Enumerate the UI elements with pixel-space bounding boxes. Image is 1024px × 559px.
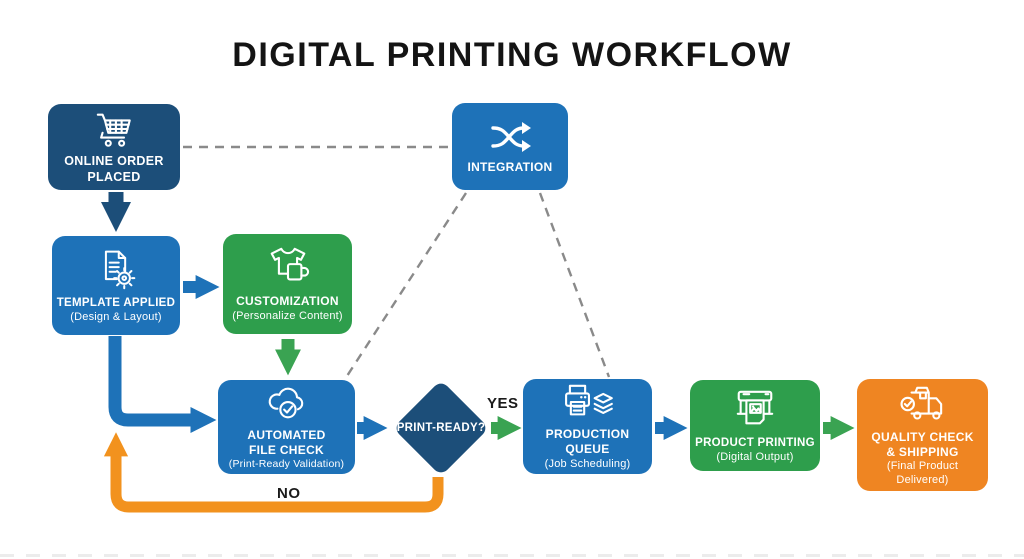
- no-label: NO: [277, 485, 301, 502]
- node-label: AUTOMATED FILE CHECK: [247, 428, 326, 457]
- node-label: TEMPLATE APPLIED: [56, 296, 176, 309]
- dashed-link-integration-filecheck: [345, 192, 468, 377]
- node-label: PRODUCT PRINTING: [695, 436, 815, 449]
- node-sublabel: (Print-Ready Validation): [228, 458, 345, 471]
- node-label: QUALITY CHECK & SHIPPING: [871, 430, 974, 459]
- shuffle-icon: [486, 119, 534, 155]
- node-label: PRODUCTION QUEUE: [545, 427, 630, 456]
- node-sublabel: (Digital Output): [716, 450, 794, 463]
- arrow-decision-no-loop: [103, 432, 444, 513]
- node-template-applied: TEMPLATE APPLIED (Design & Layout): [52, 236, 180, 335]
- decision-label: PRINT-READY?: [396, 421, 486, 434]
- node-production-queue: PRODUCTION QUEUE (Job Scheduling): [523, 379, 652, 474]
- node-sublabel: (Personalize Content): [232, 309, 343, 322]
- node-customization: CUSTOMIZATION (Personalize Content): [223, 234, 352, 334]
- node-product-printing: PRODUCT PRINTING (Digital Output): [690, 380, 820, 471]
- dashed-link-integration-queue: [538, 192, 611, 378]
- node-label: INTEGRATION: [467, 159, 553, 174]
- node-label: CUSTOMIZATION: [236, 294, 339, 309]
- node-automated-file-check: AUTOMATED FILE CHECK (Print-Ready Valida…: [218, 380, 355, 474]
- delivery-truck-icon: [898, 383, 948, 425]
- node-integration: INTEGRATION: [452, 103, 568, 190]
- tshirt-mug-icon: [265, 245, 311, 289]
- node-sublabel: (Design & Layout): [70, 310, 162, 323]
- node-sublabel: (Job Scheduling): [544, 457, 631, 470]
- cart-icon: [91, 109, 137, 149]
- node-online-order-placed: ONLINE ORDER PLACED: [48, 104, 180, 190]
- arrow-template-to-filecheck-elbow: [108, 336, 217, 433]
- page-title: DIGITAL PRINTING WORKFLOW: [232, 36, 792, 74]
- plotter-icon: [731, 387, 779, 431]
- yes-label: YES: [487, 395, 519, 412]
- node-sublabel: (Final Product Delivered): [886, 460, 959, 486]
- node-label: ONLINE ORDER PLACED: [64, 154, 164, 184]
- scan-noise-strip: [0, 554, 1024, 557]
- node-quality-check-shipping: QUALITY CHECK & SHIPPING (Final Product …: [857, 379, 988, 491]
- cloud-check-icon: [264, 383, 310, 423]
- document-gear-icon: [94, 247, 138, 291]
- printer-stack-icon: [559, 382, 617, 422]
